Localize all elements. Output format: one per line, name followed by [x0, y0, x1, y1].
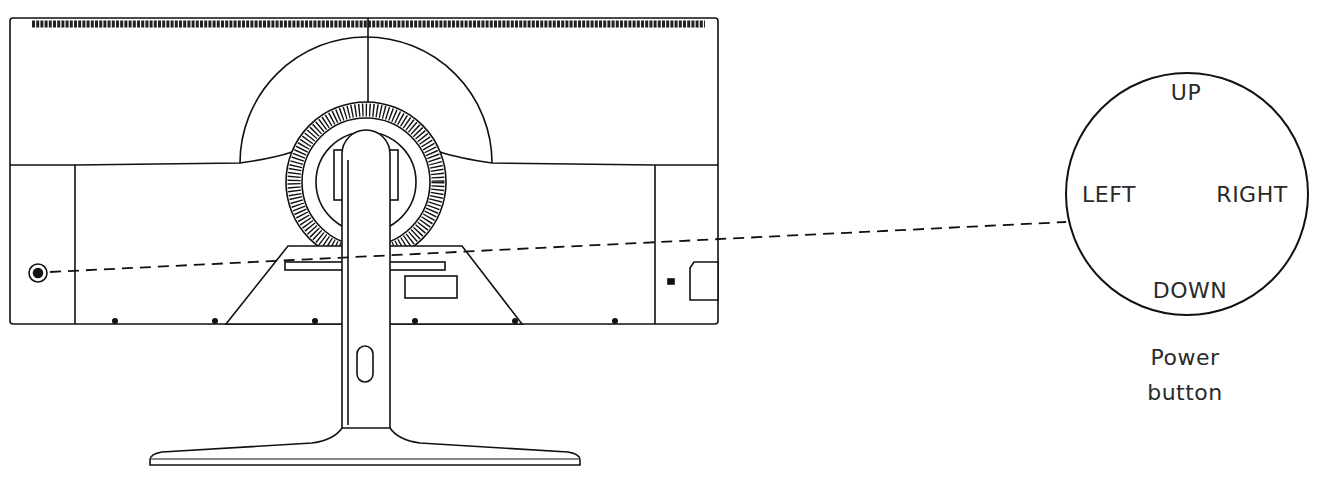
panel-edge [654, 165, 656, 324]
neck-edge [347, 160, 349, 425]
port-cover [690, 262, 718, 300]
lock-icon [668, 279, 674, 284]
base-edge [150, 459, 580, 460]
joystick-button [29, 264, 47, 282]
screw-dot [312, 318, 318, 324]
stand-base [150, 428, 580, 465]
screw-dot [412, 318, 418, 324]
direction-label: DOWN [1153, 278, 1227, 303]
screw-dot [612, 318, 618, 324]
callout-caption: Power button [1130, 340, 1240, 410]
screw-dot [512, 318, 518, 324]
label-plate [405, 276, 457, 298]
leader-line [50, 222, 1066, 272]
screw-dot [112, 318, 118, 324]
joystick-button [34, 269, 43, 278]
direction-label: LEFT [1082, 182, 1136, 207]
direction-label: RIGHT [1216, 182, 1287, 207]
shoulder-line [10, 152, 292, 165]
direction-label: UP [1171, 80, 1201, 105]
panel-edge [74, 165, 76, 324]
callout-circle [1066, 73, 1308, 315]
control-circle: UPLEFTRIGHTDOWNPower button [1065, 72, 1309, 316]
screw-dot [212, 318, 218, 324]
shoulder-line [440, 152, 718, 165]
stand-neck [342, 130, 390, 432]
cable-hole [357, 346, 373, 382]
